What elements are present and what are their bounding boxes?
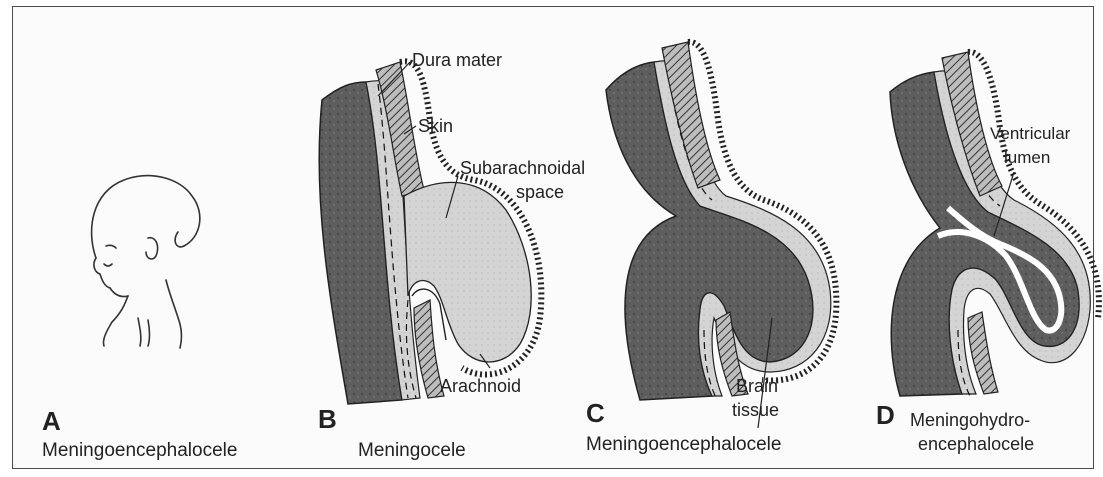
panel-letter-d: D bbox=[876, 400, 895, 431]
caption-a: Meningoencephalocele bbox=[42, 440, 237, 462]
label-lumen: lumen bbox=[1004, 148, 1050, 168]
panel-letter-a: A bbox=[42, 406, 61, 437]
label-dura-mater: Dura mater bbox=[412, 50, 502, 71]
meningocele-drawing bbox=[319, 61, 541, 404]
child-head-sketch bbox=[92, 176, 200, 348]
meningoencephalocele-drawing bbox=[606, 42, 836, 400]
meningohydroencephalocele-drawing bbox=[890, 52, 1099, 396]
caption-c: Meningoencephalocele bbox=[586, 434, 781, 456]
panel-letter-c: C bbox=[586, 398, 605, 429]
caption-d-line2: encephalocele bbox=[918, 434, 1034, 455]
label-arachnoid: Arachnoid bbox=[440, 376, 521, 397]
label-subarachnoidal: Subarachnoidal bbox=[460, 158, 585, 179]
caption-d-line1: Meningohydro- bbox=[910, 410, 1030, 431]
label-space: space bbox=[516, 182, 564, 203]
label-skin: Skin bbox=[418, 116, 453, 137]
panel-letter-b: B bbox=[318, 404, 337, 435]
caption-b: Meningocele bbox=[358, 440, 466, 462]
label-brain: Brain bbox=[736, 376, 778, 397]
label-ventricular: Ventricular bbox=[990, 124, 1070, 144]
label-tissue: tissue bbox=[732, 400, 779, 421]
